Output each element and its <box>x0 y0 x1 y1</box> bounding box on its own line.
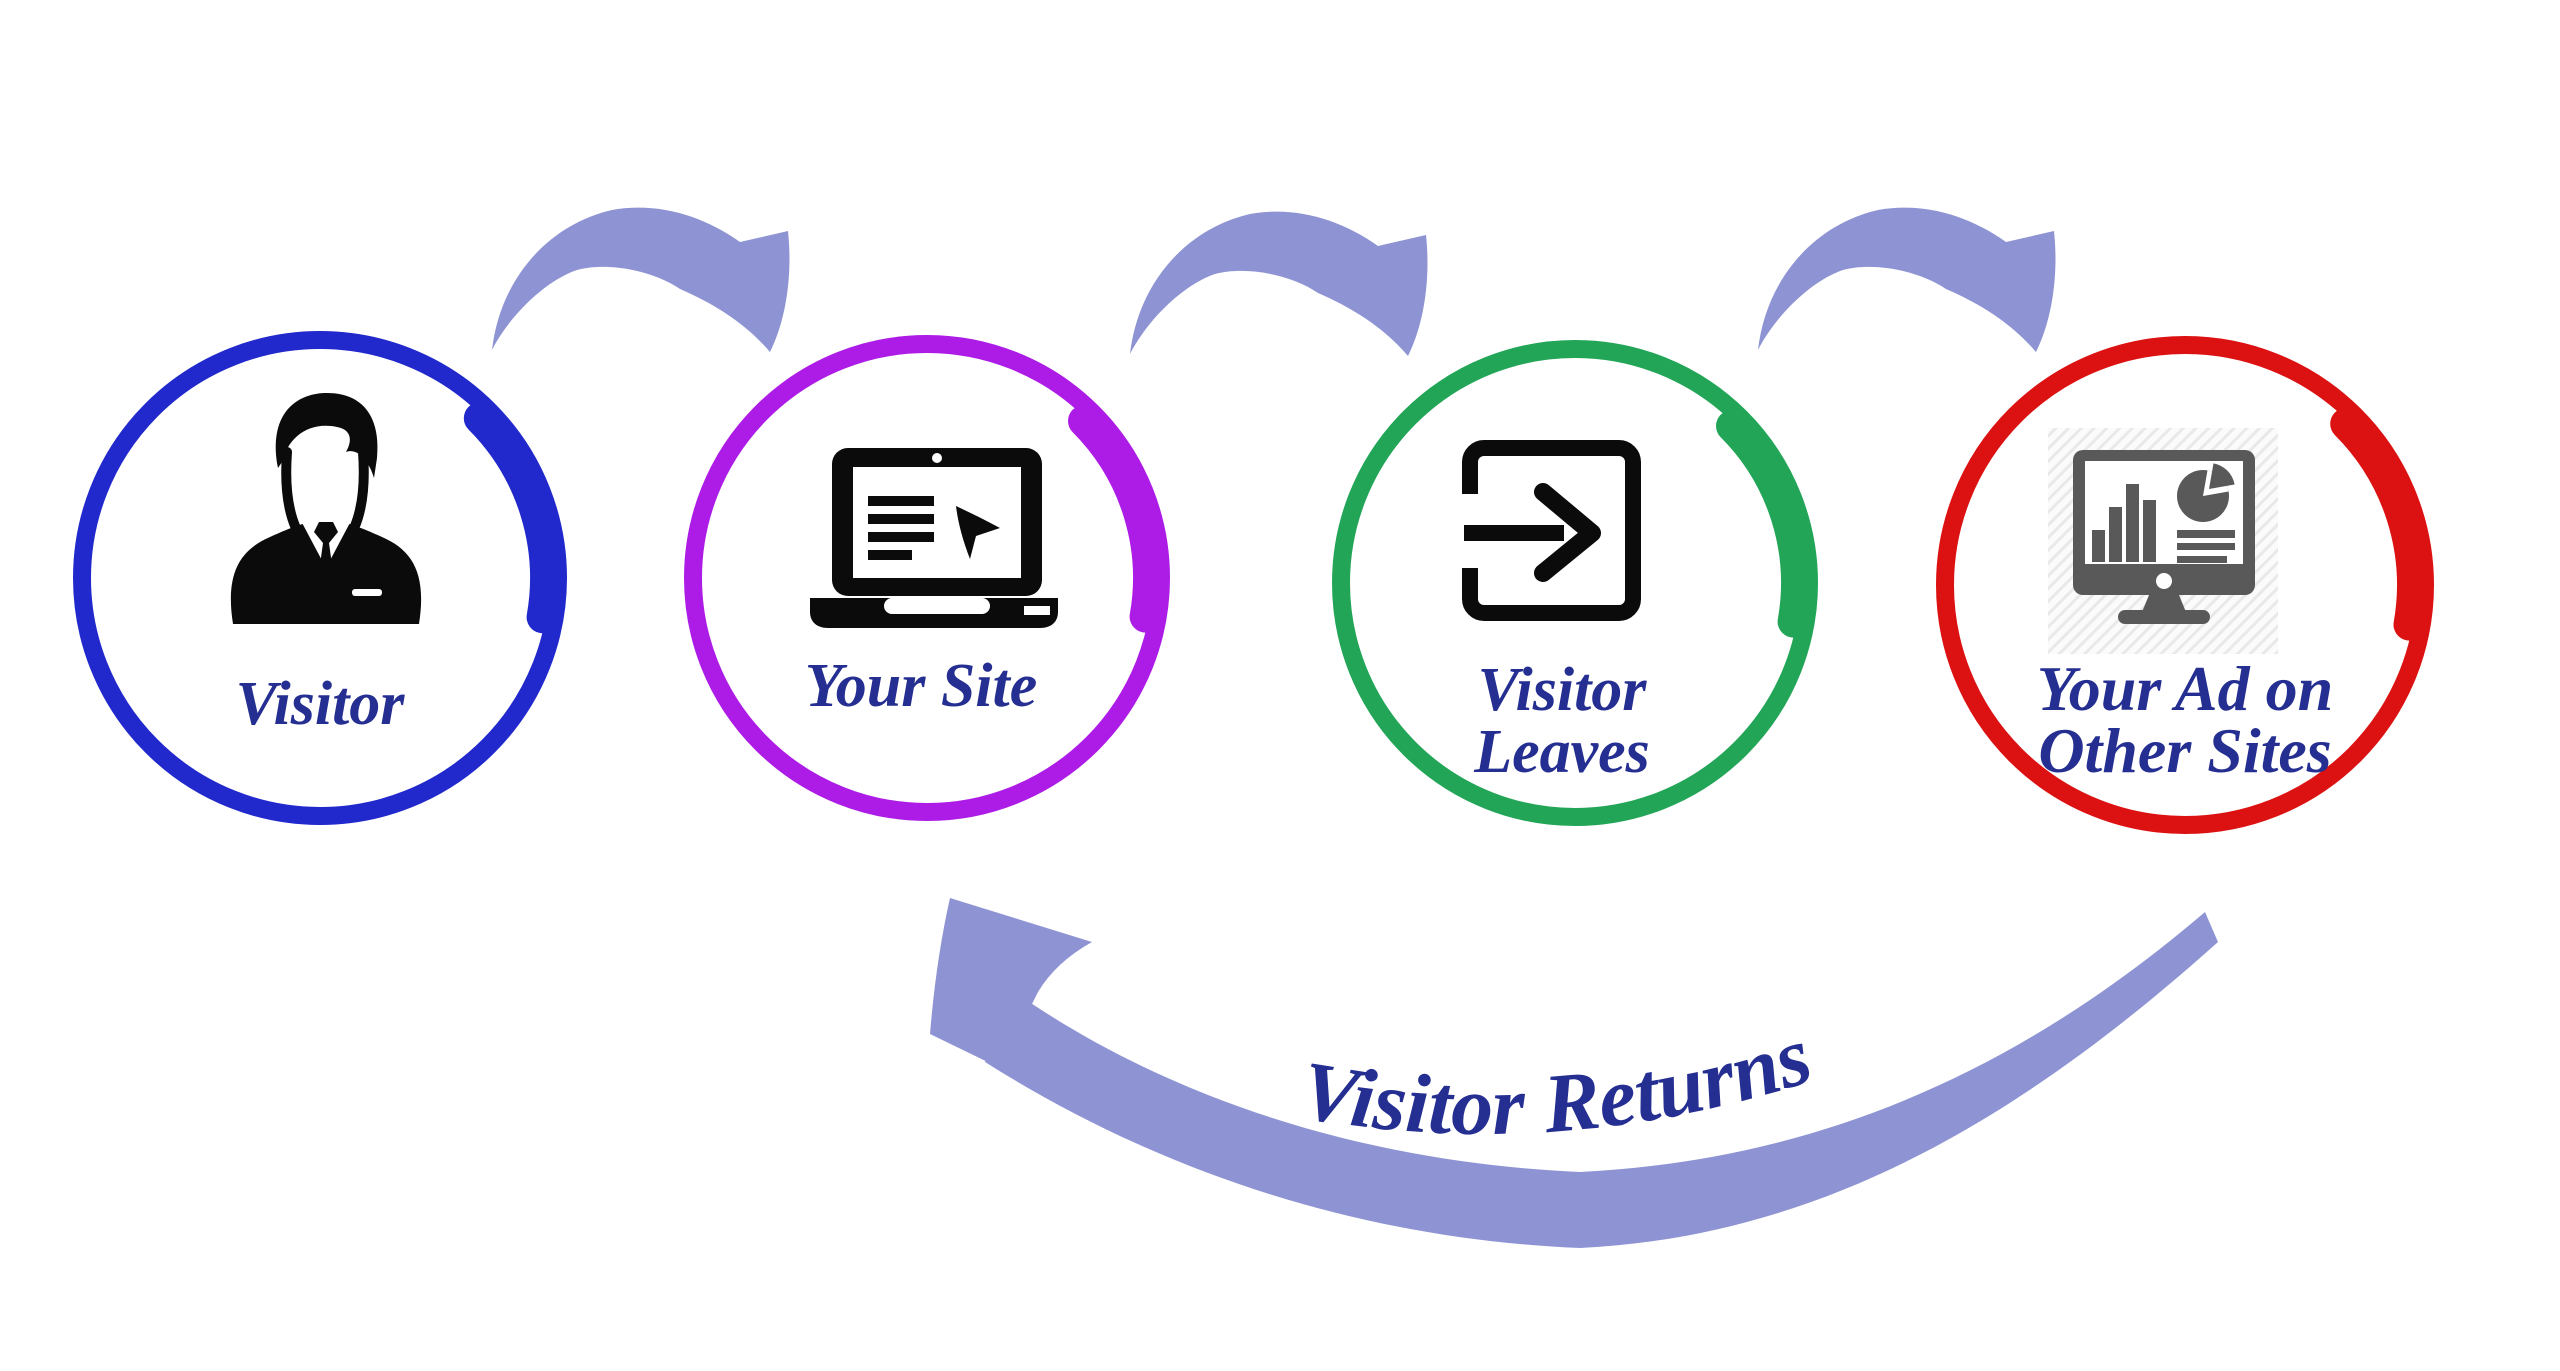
exit-arrow-icon <box>1455 440 1641 621</box>
your-ad-circle-brush-overlap <box>2330 407 2429 641</box>
visitor-leaves-label-line2: Leaves <box>1473 718 1650 786</box>
visitor-leaves-circle-brush-overlap <box>1716 410 1813 638</box>
your-ad-label-line2: Other Sites <box>2038 715 2331 786</box>
top-flow-arrows <box>492 207 2056 356</box>
visitor-leaves-label-line1: Visitor <box>1478 656 1648 724</box>
laptop-cursor-icon <box>810 448 1058 628</box>
arrow-visitor-to-site <box>492 207 790 352</box>
stage-visitor: Visitor <box>73 331 567 825</box>
stage-your-site: Your Site <box>684 335 1170 821</box>
businessman-icon <box>230 392 422 624</box>
arrow-site-to-leaves <box>1130 211 1428 356</box>
visitor-returns-caption: Visitor Returns <box>1295 1009 1822 1153</box>
return-arrow-head <box>930 898 1092 1068</box>
stage-your-ad: Your Ad on Other Sites <box>1936 336 2434 834</box>
your-site-label: Your Site <box>805 652 1038 720</box>
return-arrow-band <box>985 912 2218 1248</box>
your-ad-label-line1: Your Ad on <box>2037 653 2333 724</box>
stage-visitor-leaves: Visitor Leaves <box>1332 340 1818 826</box>
analytics-monitor-icon <box>2048 428 2278 654</box>
visitor-label: Visitor <box>236 670 406 738</box>
visitor-returns-caption-text: Visitor Returns <box>1295 1009 1822 1153</box>
return-arrow <box>930 898 2218 1248</box>
visitor-circle-brush-overlap <box>463 402 562 634</box>
your-site-circle-brush-overlap <box>1068 405 1165 633</box>
arrow-leaves-to-ad <box>1758 207 2056 352</box>
